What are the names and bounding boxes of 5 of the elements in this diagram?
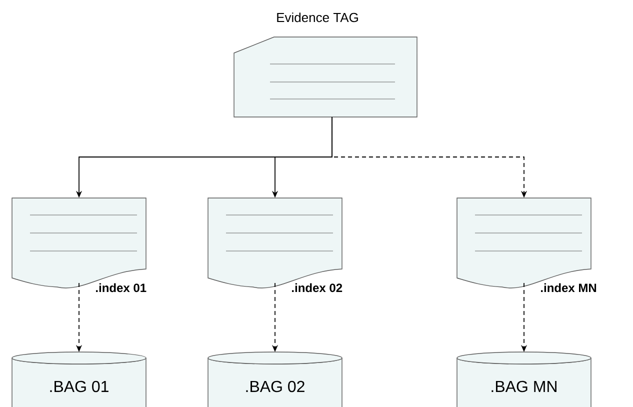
- cylinder: .BAG 02: [208, 352, 342, 407]
- cylinder: .BAG 01: [12, 352, 146, 407]
- cylinder: .BAG MN: [456, 352, 592, 407]
- tag-document: Evidence TAG: [234, 12, 418, 118]
- node-label: Evidence TAG: [277, 12, 358, 22]
